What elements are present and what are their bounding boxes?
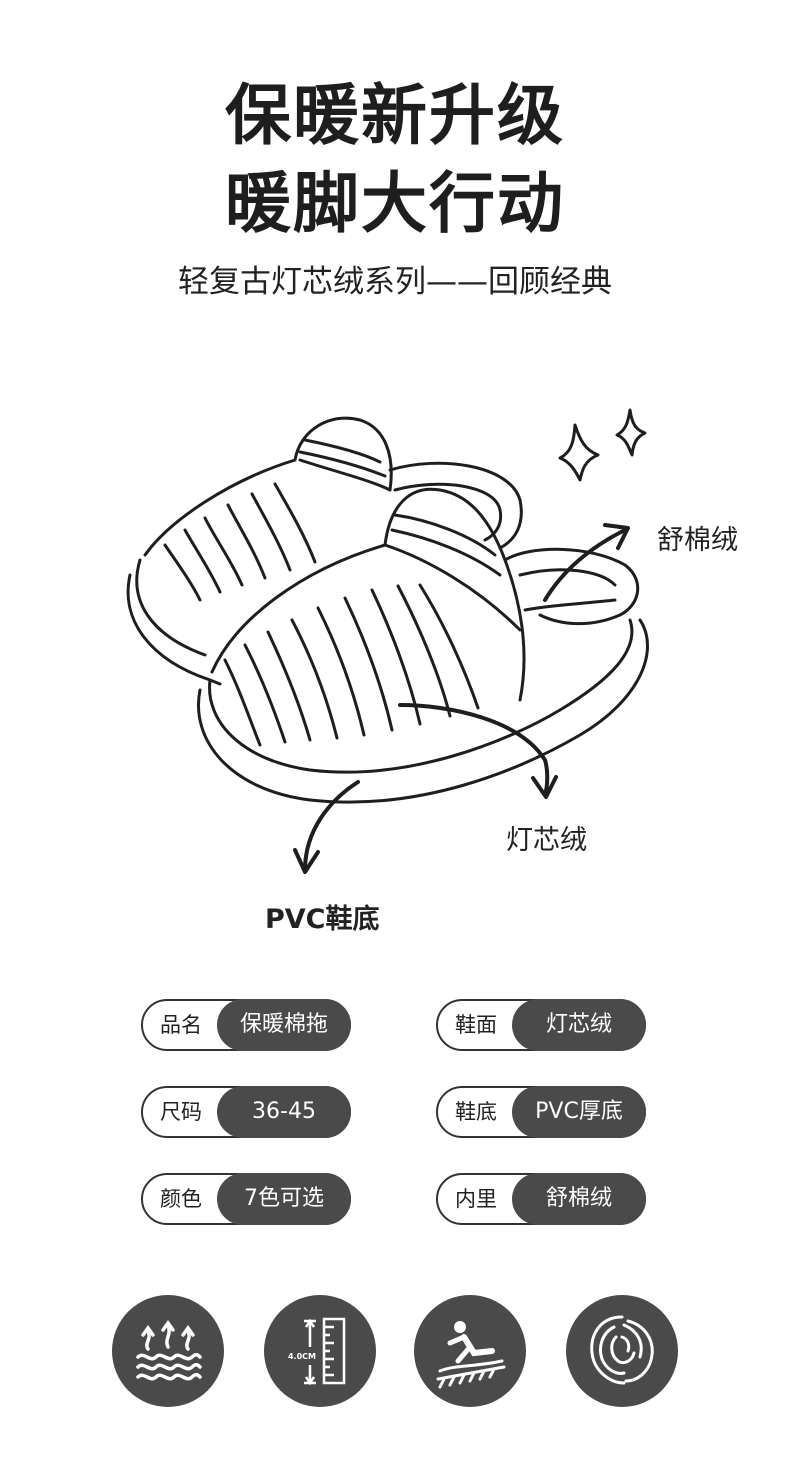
spec-pill-size: 尺码 36-45: [141, 1086, 351, 1138]
spec-key: 鞋面: [455, 1013, 497, 1037]
warmth-waves-icon: [112, 1295, 224, 1407]
spec-key: 品名: [160, 1013, 202, 1037]
ruler-height-label: 4.0CM: [288, 1352, 316, 1361]
headline-line2: 暖脚大行动: [225, 165, 565, 242]
ruler-height-icon: 4.0CM: [264, 1295, 376, 1407]
spec-value: 36-45: [217, 1086, 351, 1138]
headline-line1: 保暖新升级: [225, 77, 565, 154]
spec-value: 舒棉绒: [512, 1173, 646, 1225]
spec-pill-color: 颜色 7色可选: [141, 1173, 351, 1225]
spec-pill-upper: 鞋面 灯芯绒: [436, 999, 646, 1051]
spec-value: 灯芯绒: [512, 999, 646, 1051]
spec-pill-sole: 鞋底 PVC厚底: [436, 1086, 646, 1138]
subtitle: 轻复古灯芯绒系列——回顾经典: [178, 264, 612, 300]
soft-fiber-icon: [566, 1295, 678, 1407]
spec-pill-name: 品名 保暖棉拖: [141, 999, 351, 1051]
spec-pill-lining: 内里 舒棉绒: [436, 1173, 646, 1225]
callout-upper: 灯芯绒: [506, 825, 587, 856]
spec-key: 尺码: [160, 1100, 202, 1124]
spec-value: PVC厚底: [512, 1086, 646, 1138]
anti-slip-icon: [414, 1295, 526, 1407]
spec-value: 保暖棉拖: [217, 999, 351, 1051]
callout-sole: PVC鞋底: [265, 904, 380, 935]
spec-key: 内里: [455, 1187, 497, 1211]
spec-key: 鞋底: [455, 1100, 497, 1124]
slipper-illustration: [126, 408, 649, 874]
spec-key: 颜色: [160, 1187, 202, 1211]
spec-value: 7色可选: [217, 1173, 351, 1225]
callout-upper-lining: 舒棉绒: [657, 525, 738, 556]
